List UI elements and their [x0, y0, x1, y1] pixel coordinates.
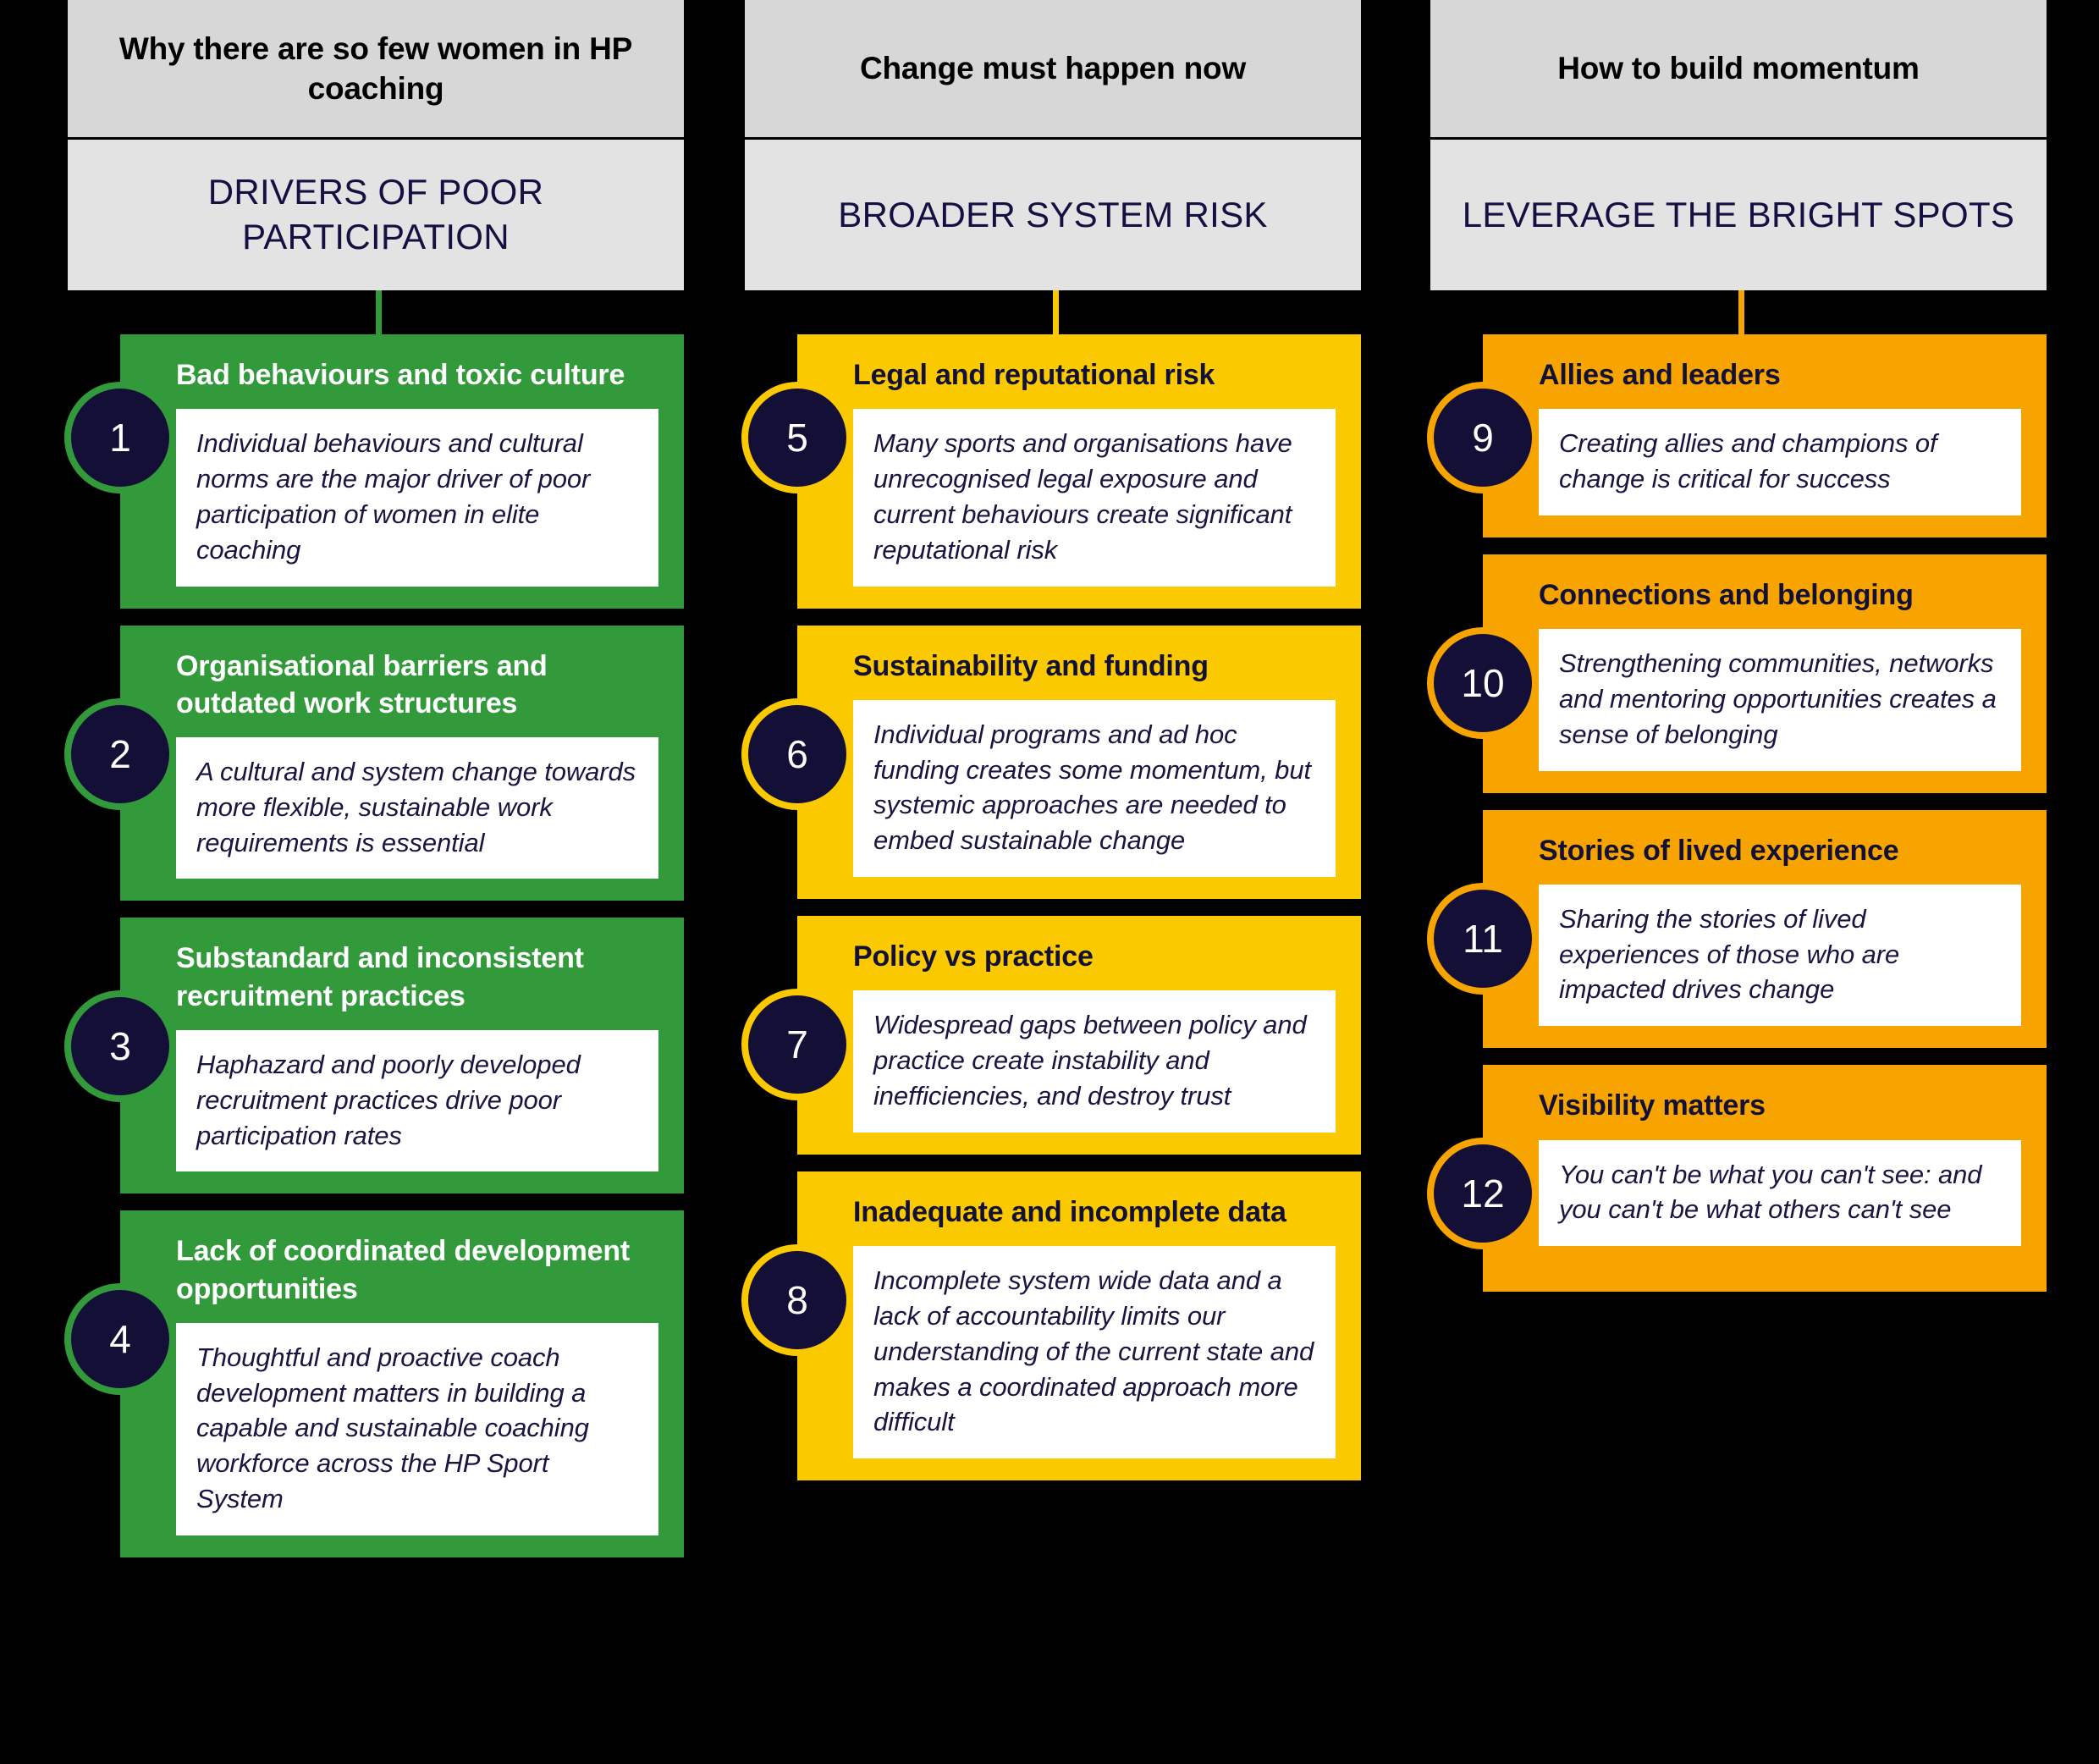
card-body-text: A cultural and system change towards mor… — [196, 756, 636, 857]
card-number-badge: 7 — [748, 995, 846, 1094]
connector-line — [376, 290, 382, 334]
card-body-text: Thoughtful and proactive coach developme… — [196, 1342, 589, 1514]
column-header-drivers-of-poor-participation: Why there are so few women in HP coachin… — [68, 0, 684, 290]
card-body-text: You can't be what you can't see: and you… — [1559, 1159, 1982, 1225]
column-kicker-text: How to build momentum — [1557, 51, 1920, 86]
card-body-box: Many sports and organisations have unrec… — [853, 409, 1336, 587]
column-kicker-panel: How to build momentum — [1430, 0, 2047, 140]
card-body-box: Strengthening communities, networks and … — [1539, 629, 2021, 771]
column-heading-text: DRIVERS OF POOR PARTICIPATION — [207, 172, 544, 256]
connector-line — [1053, 290, 1059, 334]
card-body-box: Creating allies and champions of change … — [1539, 409, 2021, 515]
card-title: Allies and leaders — [1539, 359, 1781, 391]
card-title: Sustainability and funding — [853, 649, 1209, 682]
card-body-box: Haphazard and poorly developed recruitme… — [176, 1029, 658, 1172]
column-heading-text: BROADER SYSTEM RISK — [838, 194, 1268, 234]
card-title: Legal and reputational risk — [853, 359, 1215, 391]
card-body-box: Thoughtful and proactive coach developme… — [176, 1322, 658, 1535]
card-body-box: Individual programs and ad hoc funding c… — [853, 699, 1336, 878]
card-title: Lack of coordinated development opportun… — [176, 1235, 631, 1305]
card-number-badge: 11 — [1434, 889, 1532, 988]
card-title: Substandard and inconsistent recruitment… — [176, 942, 584, 1012]
card-body-box: A cultural and system change towards mor… — [176, 736, 658, 879]
card-number-badge: 10 — [1434, 633, 1532, 732]
card-body-box: You can't be what you can't see: and you… — [1539, 1139, 2021, 1247]
column-heading-panel: BROADER SYSTEM RISK — [745, 140, 1361, 290]
card-body-text: Individual programs and ad hoc funding c… — [873, 719, 1311, 856]
column-kicker-panel: Change must happen now — [745, 0, 1361, 140]
card-number-badge: 12 — [1434, 1144, 1532, 1243]
column-kicker-text: Change must happen now — [859, 51, 1247, 86]
card-title: Policy vs practice — [853, 940, 1094, 973]
card-number-badge: 2 — [71, 704, 169, 803]
column-kicker-panel: Why there are so few women in HP coachin… — [68, 0, 684, 140]
column-drivers-of-poor-participation: Why there are so few women in HP coachin… — [64, 0, 711, 1574]
connector-line — [1738, 290, 1744, 334]
card-number-badge: 1 — [71, 389, 169, 487]
card-title: Connections and belonging — [1539, 578, 1914, 611]
card-body-box: Sharing the stories of lived experiences… — [1539, 884, 2021, 1027]
card-title: Inadequate and incomplete data — [853, 1195, 1286, 1228]
card-number-badge: 6 — [748, 704, 846, 803]
card-body-text: Sharing the stories of lived experiences… — [1559, 903, 1900, 1005]
card-body-box: Individual behaviours and cultural norms… — [176, 409, 658, 587]
column-heading-text: LEVERAGE THE BRIGHT SPOTS — [1462, 194, 2015, 234]
card-number-badge: 5 — [748, 389, 846, 487]
card-title: Stories of lived experience — [1539, 834, 1899, 867]
card-body-text: Many sports and organisations have unrec… — [873, 428, 1292, 565]
card-body-box: Widespread gaps between policy and pract… — [853, 990, 1336, 1133]
card-number-badge: 9 — [1434, 389, 1532, 487]
card-number-badge: 8 — [748, 1250, 846, 1349]
card-body-text: Haphazard and poorly developed recruitme… — [196, 1049, 581, 1150]
card-body-text: Strengthening communities, networks and … — [1559, 648, 1997, 749]
column-kicker-text: Why there are so few women in HP coachin… — [118, 30, 633, 106]
card-body-text: Widespread gaps between policy and pract… — [873, 1010, 1307, 1111]
card-title: Visibility matters — [1539, 1089, 1766, 1122]
column-heading-panel: DRIVERS OF POOR PARTICIPATION — [68, 140, 684, 290]
card-body-box: Incomplete system wide data and a lack o… — [853, 1246, 1336, 1459]
column-heading-panel: LEVERAGE THE BRIGHT SPOTS — [1430, 140, 2047, 290]
card-body-text: Incomplete system wide data and a lack o… — [873, 1265, 1314, 1437]
card-number-badge: 3 — [71, 997, 169, 1096]
card-number-badge: 4 — [71, 1290, 169, 1389]
card-body-text: Creating allies and champions of change … — [1559, 428, 1937, 494]
card-title: Bad behaviours and toxic culture — [176, 359, 625, 391]
card-title: Organisational barriers and outdated wor… — [176, 649, 548, 719]
card-body-text: Individual behaviours and cultural norms… — [196, 428, 591, 565]
